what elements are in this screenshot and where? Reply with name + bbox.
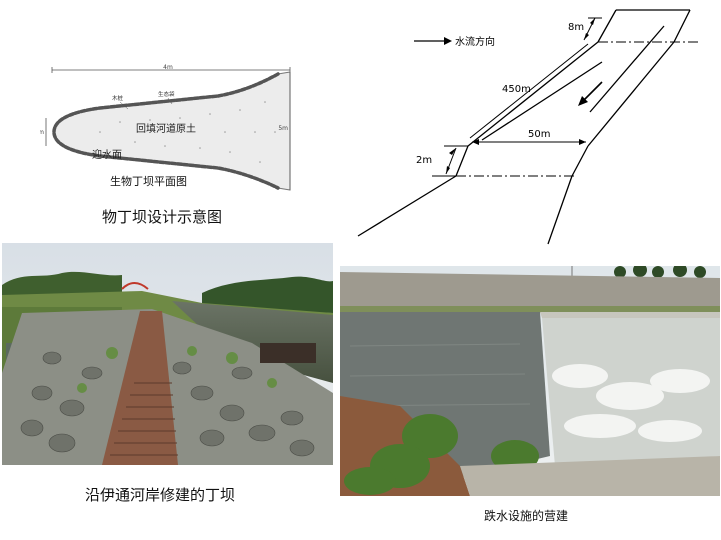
caption-revetment: 沿伊通河岸修建的丁坝 bbox=[85, 486, 236, 504]
dim-450m: 450m bbox=[502, 84, 531, 95]
revetment-photo bbox=[2, 243, 333, 465]
dim-8m: 8m bbox=[568, 22, 584, 33]
caption-drop: 跌水设施的营建 bbox=[484, 509, 569, 523]
label-fill-soil: 回填河道原土 bbox=[136, 122, 196, 135]
plan-inner-title: 生物丁坝平面图 bbox=[110, 174, 187, 188]
left-dimension-label: 1m bbox=[40, 129, 44, 136]
dim-50m: 50m bbox=[528, 129, 550, 140]
caption-design: 物丁坝设计示意图 bbox=[102, 208, 223, 226]
drop-structure-diagram: 8m 450m 50m 2m 水流方向 bbox=[357, 9, 698, 245]
drop-weir-photo bbox=[340, 266, 720, 496]
label-stake: 木桩 bbox=[112, 94, 124, 102]
label-facing-water: 迎水面 bbox=[92, 149, 122, 161]
label-eco-bag: 生态袋 bbox=[158, 90, 175, 98]
spur-dike-plan-diagram: 4m 5m 1m 木桩 生态袋 回填河道原土 迎水面 生物丁坝平面图 bbox=[40, 64, 291, 191]
right-dimension-label: 5m bbox=[278, 125, 288, 132]
top-dimension-label: 4m bbox=[163, 64, 173, 71]
dim-2m: 2m bbox=[416, 155, 432, 166]
flow-direction-label: 水流方向 bbox=[455, 35, 495, 48]
